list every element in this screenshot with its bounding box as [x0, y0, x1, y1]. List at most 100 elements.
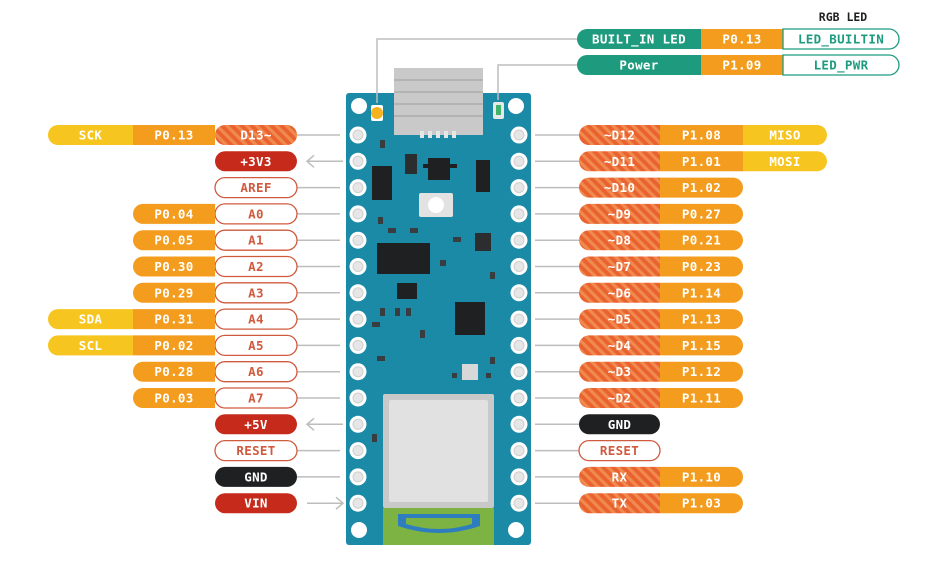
header-pad-icon — [510, 152, 528, 170]
transistor-chip — [428, 158, 450, 180]
left-pin-4-label: A0 — [248, 206, 264, 221]
left-pin-6: A2 — [214, 255, 298, 278]
header-pad-icon — [510, 442, 528, 460]
mcu-pad — [462, 364, 478, 380]
left-port-8: P0.31 — [133, 309, 215, 330]
led-row-2-label: Power — [577, 55, 701, 75]
right-port-6-label: P0.23 — [682, 259, 721, 274]
left-pin-5: A1 — [214, 229, 298, 251]
right-pin-3-label: ~D10 — [604, 180, 635, 195]
right-port-7-label: P1.14 — [682, 285, 721, 300]
left-pin-5-label: A1 — [248, 233, 264, 248]
left-pin-row: +3V3 — [215, 151, 367, 172]
left-pin-14-label: GND — [244, 469, 267, 484]
header-pad-icon — [510, 468, 528, 486]
passive-components — [372, 140, 495, 442]
left-pin-12-label: +5V — [244, 417, 268, 432]
right-pin-13-label: RESET — [600, 443, 639, 458]
left-pin-row: AREF — [214, 176, 367, 199]
header-pad-icon — [510, 389, 528, 407]
mounting-hole-icon — [351, 522, 367, 538]
right-extra-2: MOSI — [743, 151, 828, 172]
header-pad-icon — [510, 179, 528, 197]
right-port-2-label: P1.01 — [682, 154, 721, 169]
left-port-5: P0.05 — [133, 230, 215, 251]
header-pad-icon — [349, 494, 367, 512]
transistor-lead — [423, 164, 457, 168]
left-port-1: P0.13 — [133, 125, 215, 145]
right-pin-11: ~D2 — [579, 388, 660, 408]
right-port-4-label: P0.27 — [682, 206, 721, 221]
header-pad-icon — [349, 363, 367, 381]
left-pin-4: A0 — [214, 203, 298, 225]
left-pin-8-label: A4 — [248, 312, 264, 327]
right-port-8: P1.13 — [660, 309, 743, 330]
right-port-4: P0.27 — [660, 203, 743, 224]
left-pin-1: D13~ — [215, 125, 297, 145]
header-pad-icon — [349, 179, 367, 197]
right-pin-6: ~D7 — [579, 256, 660, 277]
right-port-10: P1.12 — [660, 361, 743, 382]
usb-connector — [394, 68, 483, 135]
right-pin-2-label: ~D11 — [604, 154, 635, 169]
mounting-hole-icon — [351, 98, 367, 114]
header-pad-icon — [349, 205, 367, 223]
left-extra-9-label: SCL — [79, 338, 103, 353]
left-pin-row: RESET — [214, 439, 367, 462]
led-row-2-port-label: P1.09 — [722, 58, 761, 73]
led-row-1-label: BUILT_IN LED — [577, 29, 701, 49]
right-pin-row: ~D10 P1.02 — [510, 177, 743, 198]
right-pin-row: GND — [510, 414, 660, 435]
left-pin-1-label: D13~ — [240, 128, 271, 143]
right-extra-2-label: MOSI — [769, 154, 800, 169]
small-chip — [405, 154, 417, 174]
mcu-chip — [455, 302, 485, 335]
right-pin-10-label: ~D3 — [608, 364, 631, 379]
left-pin-11-label: A7 — [248, 391, 264, 406]
left-pin-7-label: A3 — [248, 285, 264, 300]
left-port-1-label: P0.13 — [154, 128, 193, 143]
left-pin-row: GND — [215, 466, 367, 487]
left-pin-13: RESET — [214, 439, 298, 462]
right-pin-14-label: RX — [612, 469, 628, 484]
right-pin-14: RX — [579, 466, 660, 487]
left-pin-10: A6 — [214, 361, 298, 383]
right-pin-6-label: ~D7 — [608, 259, 631, 274]
power-arrow-icon — [305, 417, 343, 431]
right-pin-1: ~D12 — [579, 125, 660, 145]
left-extra-8: SDA — [48, 309, 133, 330]
radio-module-shield — [389, 400, 488, 502]
left-pin-9: A5 — [214, 334, 298, 357]
left-extra-1: SCK — [48, 125, 133, 145]
mic-chip — [475, 233, 491, 251]
header-pad-icon — [349, 258, 367, 275]
right-port-14: P1.10 — [660, 466, 743, 487]
right-port-5: P0.21 — [660, 230, 743, 251]
left-extra-8-label: SDA — [79, 312, 103, 327]
header-pad-icon — [510, 205, 528, 223]
diode-chip — [476, 160, 490, 192]
right-port-3: P1.02 — [660, 177, 743, 198]
header-pad-icon — [349, 468, 367, 486]
left-port-8-label: P0.31 — [154, 312, 193, 327]
right-pin-2: ~D11 — [579, 151, 660, 172]
led-leader-lines — [376, 38, 577, 103]
rgb-led-header: RGB LED — [819, 10, 868, 24]
right-pin-5-label: ~D8 — [608, 233, 631, 248]
header-pad-icon — [510, 363, 528, 381]
right-pin-4: ~D9 — [579, 203, 660, 224]
left-extra-1-label: SCK — [79, 128, 103, 143]
right-pin-12-label: GND — [608, 417, 631, 432]
right-pin-row: ~D9 P0.27 — [510, 203, 743, 224]
right-extra-1-label: MISO — [769, 128, 800, 143]
right-pin-row: RESET — [510, 439, 661, 462]
header-pad-icon — [510, 415, 528, 433]
